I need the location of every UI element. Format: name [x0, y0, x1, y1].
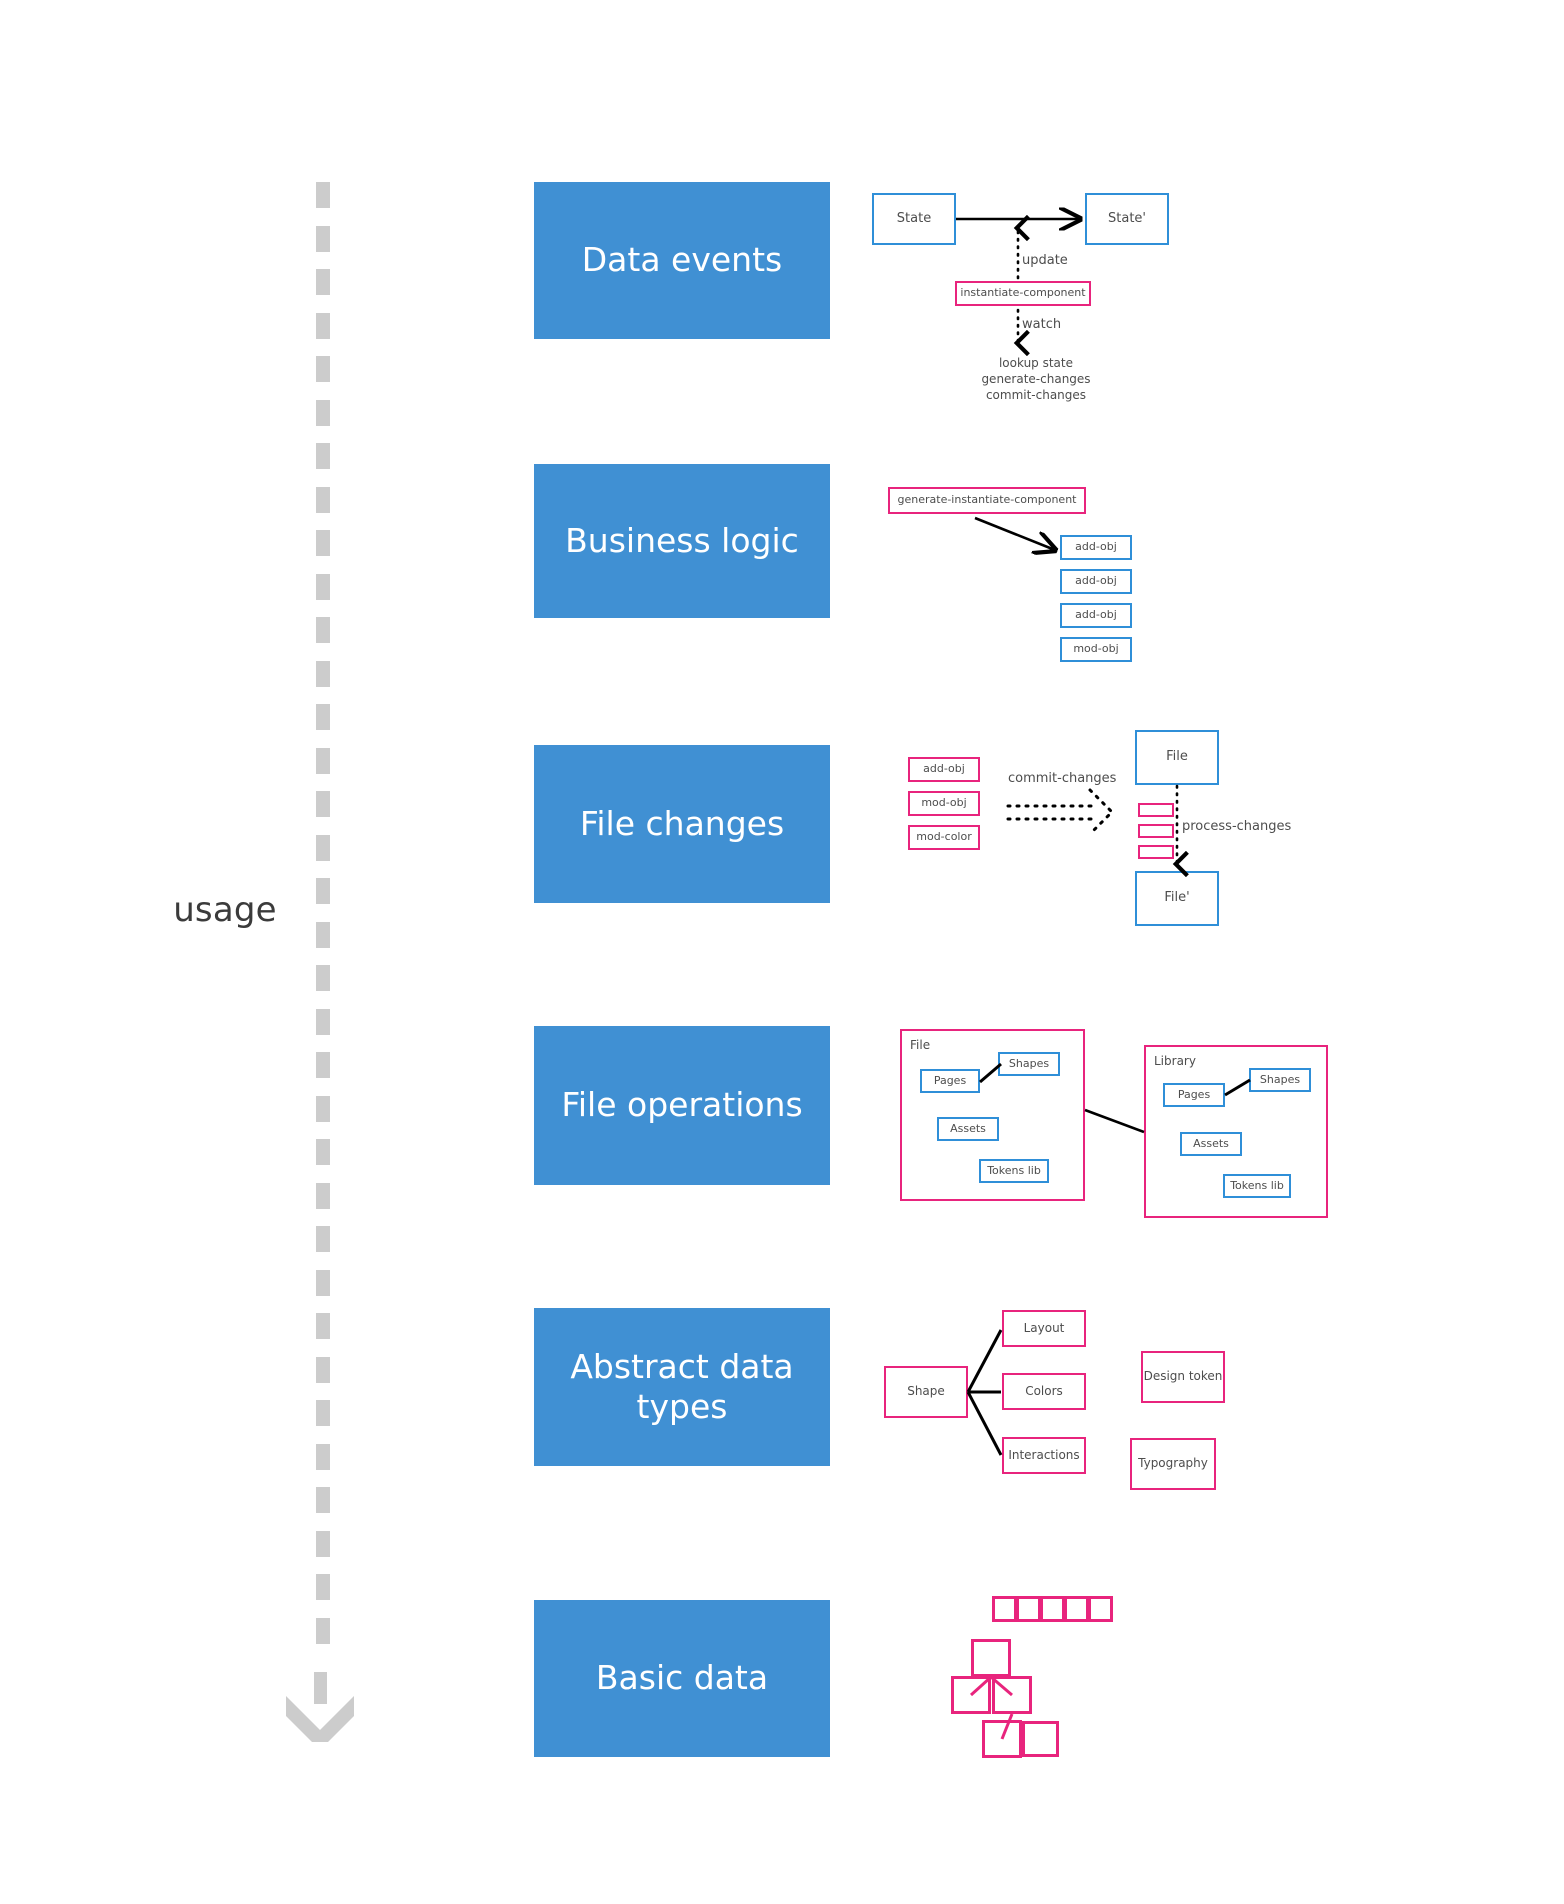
node-file-shapes[interactable]: Shapes	[998, 1052, 1060, 1076]
usage-rail-dash	[316, 1400, 330, 1426]
usage-rail-dash	[316, 1008, 330, 1035]
node-state-prime[interactable]: State'	[1085, 193, 1169, 245]
edge-label-update: update	[1022, 253, 1068, 268]
stage-label-file-changes[interactable]: File changes	[534, 745, 830, 903]
stage-label-data-events[interactable]: Data events	[534, 182, 830, 339]
node-change-1[interactable]: add-obj	[908, 757, 980, 782]
usage-rail-dash	[316, 1269, 330, 1296]
usage-rail-dash	[316, 1443, 330, 1470]
usage-rail-dash	[316, 921, 330, 948]
node-change-chip-1	[1138, 803, 1174, 817]
node-layout[interactable]: Layout	[1002, 1310, 1086, 1347]
usage-rail-dash	[316, 791, 330, 817]
stage-label-basic-data[interactable]: Basic data	[534, 1600, 830, 1757]
node-shape[interactable]: Shape	[884, 1366, 968, 1418]
usage-rail-dash	[316, 530, 330, 556]
usage-dashed-rail	[316, 182, 330, 1682]
node-business-op-2[interactable]: add-obj	[1060, 569, 1132, 594]
node-colors[interactable]: Colors	[1002, 1373, 1086, 1410]
node-state[interactable]: State	[872, 193, 956, 245]
node-change-2[interactable]: mod-obj	[908, 791, 980, 816]
node-business-op-1[interactable]: add-obj	[1060, 535, 1132, 560]
usage-rail-dash	[316, 573, 330, 600]
usage-arrow-down-icon	[280, 1672, 360, 1750]
node-library-shapes[interactable]: Shapes	[1249, 1068, 1311, 1092]
node-business-op-3[interactable]: add-obj	[1060, 603, 1132, 628]
usage-rail-dash	[316, 1182, 330, 1209]
usage-rail-dash	[316, 486, 330, 513]
array-cell-3	[1040, 1596, 1065, 1622]
usage-rail-dash	[316, 225, 330, 252]
usage-rail-dash	[316, 312, 330, 339]
tree-node-root	[971, 1639, 1011, 1677]
group-file-title: File	[910, 1038, 931, 1052]
node-change-3[interactable]: mod-color	[908, 825, 980, 850]
usage-rail-dash	[316, 1313, 330, 1339]
node-instantiate-component[interactable]: instantiate-component	[955, 281, 1091, 306]
stage-label-abstract-data-types[interactable]: Abstract data types	[534, 1308, 830, 1466]
group-library-title: Library	[1154, 1054, 1196, 1068]
usage-rail-dash	[316, 1530, 330, 1557]
node-file-pages[interactable]: Pages	[920, 1069, 980, 1093]
usage-rail-dash	[316, 269, 330, 295]
node-library-pages[interactable]: Pages	[1163, 1083, 1225, 1107]
node-change-chip-2	[1138, 824, 1174, 838]
array-cell-1	[992, 1596, 1017, 1622]
stage-label-file-operations[interactable]: File operations	[534, 1026, 830, 1185]
array-cell-4	[1064, 1596, 1089, 1622]
edge-label-watch: watch	[1022, 317, 1062, 332]
usage-rail-dash	[316, 878, 330, 904]
node-generate-instantiate-component[interactable]: generate-instantiate-component	[888, 487, 1086, 514]
usage-rail-dash	[316, 182, 330, 208]
edge-label-process-changes: process-changes	[1182, 819, 1292, 834]
edge-label-commit-changes: commit-changes	[1008, 771, 1117, 786]
node-file-assets[interactable]: Assets	[937, 1117, 999, 1141]
usage-rail-dash	[316, 443, 330, 469]
node-business-op-4[interactable]: mod-obj	[1060, 637, 1132, 662]
array-cell-2	[1016, 1596, 1041, 1622]
usage-rail-dash	[316, 1139, 330, 1165]
node-file-prime[interactable]: File'	[1135, 871, 1219, 926]
node-design-token[interactable]: Design token	[1141, 1351, 1225, 1403]
data-events-actions-list: lookup state generate-changes commit-cha…	[981, 356, 1091, 403]
tree-node-orphan	[1022, 1721, 1059, 1757]
node-change-chip-3	[1138, 845, 1174, 859]
array-cell-5	[1088, 1596, 1113, 1622]
node-file-tokens-lib[interactable]: Tokens lib	[979, 1159, 1049, 1183]
tree-node-leaf	[982, 1720, 1022, 1758]
usage-rail-dash	[316, 399, 330, 426]
tree-node-left	[951, 1676, 991, 1714]
node-typography[interactable]: Typography	[1130, 1438, 1216, 1490]
usage-rail-dash	[316, 965, 330, 991]
usage-rail-dash	[316, 1574, 330, 1600]
usage-rail-dash	[316, 617, 330, 643]
stage-label-business-logic[interactable]: Business logic	[534, 464, 830, 618]
usage-rail-dash	[316, 834, 330, 861]
usage-rail-dash	[316, 704, 330, 730]
usage-rail-dash	[316, 1052, 330, 1078]
node-library-assets[interactable]: Assets	[1180, 1132, 1242, 1156]
tree-node-right	[992, 1676, 1032, 1714]
usage-rail-dash	[316, 660, 330, 687]
node-file[interactable]: File	[1135, 730, 1219, 785]
usage-rail-dash	[316, 356, 330, 382]
usage-rail-dash	[316, 747, 330, 774]
usage-rail-dash	[316, 1095, 330, 1122]
usage-axis-label: usage	[173, 890, 277, 930]
usage-rail-dash	[316, 1356, 330, 1383]
usage-rail-dash	[316, 1617, 330, 1644]
node-interactions[interactable]: Interactions	[1002, 1437, 1086, 1474]
node-library-tokens-lib[interactable]: Tokens lib	[1223, 1174, 1291, 1198]
usage-rail-dash	[316, 1226, 330, 1252]
usage-rail-dash	[316, 1487, 330, 1513]
